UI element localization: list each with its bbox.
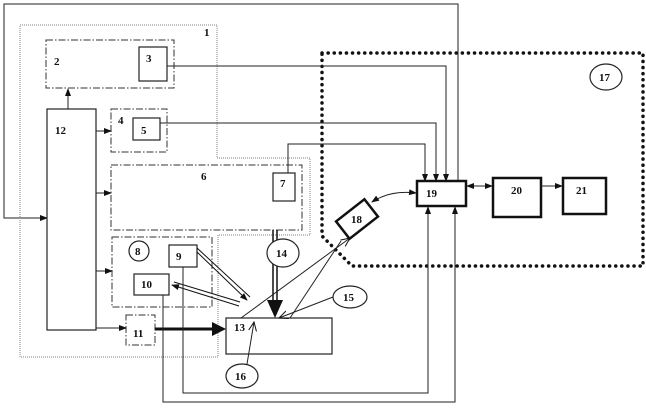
label-20: 20 bbox=[511, 185, 523, 197]
link-18-19 bbox=[372, 192, 416, 202]
block-20 bbox=[493, 178, 541, 217]
label-17: 17 bbox=[599, 72, 611, 84]
pointer-15 bbox=[279, 297, 333, 318]
label-16: 16 bbox=[235, 371, 247, 383]
label-1: 1 bbox=[204, 27, 210, 39]
beam-9-to-13 bbox=[197, 252, 247, 300]
label-3: 3 bbox=[146, 53, 152, 65]
label-13: 13 bbox=[234, 322, 246, 334]
label-5: 5 bbox=[141, 125, 147, 137]
label-6: 6 bbox=[201, 171, 207, 183]
line-7-to-19 bbox=[288, 144, 425, 181]
label-11: 11 bbox=[133, 328, 143, 340]
label-21: 21 bbox=[576, 185, 587, 197]
label-10: 10 bbox=[141, 279, 153, 291]
label-4: 4 bbox=[118, 115, 124, 127]
block-9 bbox=[169, 245, 197, 267]
label-12: 12 bbox=[55, 125, 67, 137]
beam-13-to-10 bbox=[172, 285, 239, 306]
label-2: 2 bbox=[54, 56, 60, 68]
label-8: 8 bbox=[135, 246, 141, 258]
label-15: 15 bbox=[343, 292, 355, 304]
label-19: 19 bbox=[426, 188, 438, 200]
label-14: 14 bbox=[276, 248, 288, 260]
label-7: 7 bbox=[280, 178, 286, 190]
label-9: 9 bbox=[176, 251, 182, 263]
line-10-to-19 bbox=[163, 207, 455, 402]
beam-11-arrowhead bbox=[212, 322, 226, 336]
label-18: 18 bbox=[351, 214, 363, 226]
block-5 bbox=[133, 118, 160, 140]
beam-14-arrowhead bbox=[267, 300, 283, 318]
block-12 bbox=[47, 109, 96, 330]
block-19 bbox=[417, 181, 466, 206]
block-3 bbox=[139, 47, 167, 81]
